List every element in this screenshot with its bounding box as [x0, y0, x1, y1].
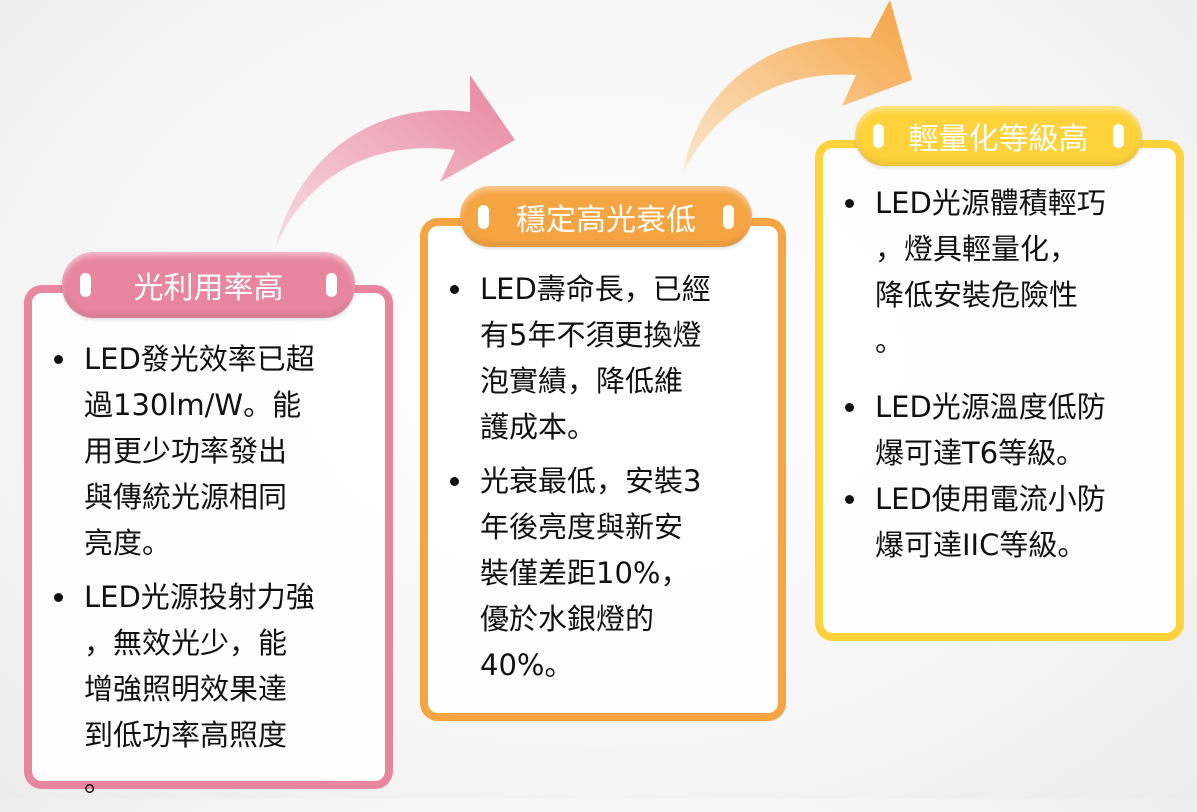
bullet-item: LED壽命長，已經 有5年不須更換燈 泡實績，降低維 護成本。	[448, 266, 711, 450]
line: 亮度。	[84, 526, 172, 560]
pill-dot	[326, 273, 337, 297]
line: LED發光效率已超	[84, 342, 315, 376]
line: 。	[84, 764, 114, 798]
line: LED光源溫度低防	[875, 390, 1106, 424]
line: 光衰最低，安裝3	[480, 464, 702, 498]
line: ，燈具輕量化，	[875, 232, 1079, 266]
bullet-item: 光衰最低，安裝3 年後亮度與新安 裝僅差距10%， 優於水銀燈的 40%。	[448, 458, 711, 688]
card-title-stability: 穩定高光衰低	[460, 186, 752, 247]
line: LED壽命長，已經	[480, 272, 711, 306]
line: 裝僅差距10%，	[480, 556, 690, 590]
line: 爆可達T6等級。	[875, 436, 1086, 470]
line: LED使用電流小防	[875, 482, 1106, 516]
line: 年後亮度與新安	[480, 510, 684, 544]
title-text: 輕量化等級高	[908, 122, 1089, 157]
bullet-item: LED使用電流小防 爆可達IIC等級。	[843, 476, 1106, 568]
line: 與傳統光源相同	[84, 480, 288, 514]
line: LED光源投射力強	[84, 580, 315, 614]
card-title-light-efficiency: 光利用率高	[62, 252, 355, 318]
card-stability	[420, 218, 786, 721]
line: 護成本。	[480, 410, 597, 444]
line: 有5年不須更換燈	[480, 318, 702, 352]
pill-dot	[873, 124, 884, 148]
line: 40%。	[480, 648, 574, 682]
bullet-item: LED發光效率已超 過130lm/W。能 用更少功率發出 與傳統光源相同 亮度。	[52, 336, 315, 566]
card-title-lightweight: 輕量化等級高	[855, 106, 1142, 166]
line: 增強照明效果達	[84, 672, 288, 706]
card-light-efficiency	[24, 285, 393, 789]
orange-arrow	[683, 0, 912, 172]
bullet-item: LED光源體積輕巧 ，燈具輕量化， 降低安裝危險性 。	[843, 180, 1106, 364]
pill-dot	[478, 204, 489, 229]
line: 。	[875, 324, 905, 358]
bullet-list: LED壽命長，已經 有5年不須更換燈 泡實績，降低維 護成本。 光衰最低，安裝3…	[448, 266, 711, 696]
title-text: 穩定高光衰低	[516, 202, 696, 238]
pill-dot	[1113, 124, 1124, 148]
line: LED光源體積輕巧	[875, 186, 1106, 220]
line: 過130lm/W。能	[84, 388, 302, 422]
line: 泡實績，降低維	[480, 364, 684, 398]
bullet-list: LED光源體積輕巧 ，燈具輕量化， 降低安裝危險性 。 LED光源溫度低防 爆可…	[843, 180, 1106, 576]
bullet-list: LED發光效率已超 過130lm/W。能 用更少功率發出 與傳統光源相同 亮度。…	[52, 336, 315, 812]
line: 爆可達IIC等級。	[875, 528, 1087, 562]
title-text: 光利用率高	[133, 271, 284, 306]
line: 優於水銀燈的	[480, 602, 655, 636]
pink-arrow	[276, 75, 515, 246]
pill-dot	[723, 204, 734, 229]
bullet-item: LED光源投射力強 ，無效光少，能 增強照明效果達 到低功率高照度 。	[52, 574, 315, 804]
pill-dot	[80, 273, 91, 297]
bullet-item: LED光源溫度低防 爆可達T6等級。	[843, 384, 1106, 476]
line: 到低功率高照度	[84, 718, 288, 752]
line: 降低安裝危險性	[875, 278, 1079, 312]
line: 用更少功率發出	[84, 434, 288, 468]
line: ，無效光少，能	[84, 626, 288, 660]
